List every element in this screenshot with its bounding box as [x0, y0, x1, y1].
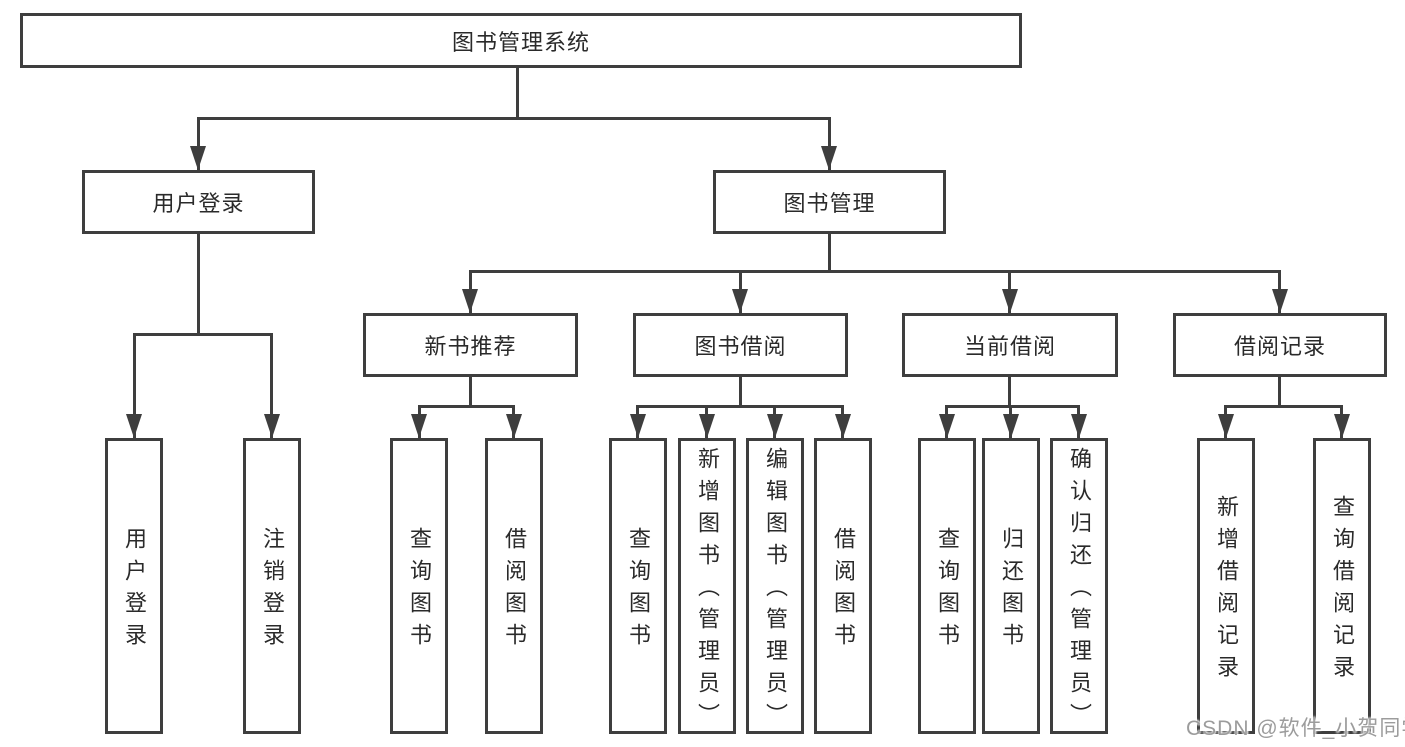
arrow-down-icon	[1334, 414, 1350, 438]
node-book-management-label: 图书管理	[783, 191, 876, 216]
node-query-books-borrowing-label: 查询图书	[626, 527, 651, 655]
connector-line	[739, 377, 742, 407]
node-new-book-recommendation: 新书推荐	[363, 313, 578, 377]
node-user-login: 用户登录	[82, 170, 315, 234]
connector-line	[469, 270, 1281, 273]
node-return-books-label: 归还图书	[999, 527, 1024, 655]
node-current-borrowing-label: 当前借阅	[963, 334, 1056, 359]
node-root: 图书管理系统	[20, 13, 1022, 68]
arrow-down-icon	[264, 414, 280, 438]
node-query-books-recommend-label: 查询图书	[407, 527, 432, 655]
node-current-borrowing: 当前借阅	[902, 313, 1118, 377]
node-borrow-books-recommend: 借阅图书	[485, 438, 543, 734]
arrow-down-icon	[462, 289, 478, 313]
arrow-down-icon	[630, 414, 646, 438]
connector-line	[418, 405, 515, 408]
node-query-books-recommend: 查询图书	[390, 438, 448, 734]
connector-line	[133, 333, 273, 336]
connector-line	[197, 233, 200, 335]
node-add-borrow-record-label: 新增借阅记录	[1214, 495, 1239, 687]
arrow-down-icon	[1272, 289, 1288, 313]
arrow-down-icon	[939, 414, 955, 438]
node-user-login-leaf: 用户登录	[105, 438, 163, 734]
connector-line	[636, 405, 844, 408]
connector-line	[133, 333, 136, 438]
arrow-down-icon	[411, 414, 427, 438]
node-book-borrowing: 图书借阅	[633, 313, 848, 377]
node-borrow-books-borrowing-label: 借阅图书	[831, 527, 856, 655]
arrow-down-icon	[767, 414, 783, 438]
node-logout-label: 注销登录	[260, 527, 285, 655]
node-logout: 注销登录	[243, 438, 301, 734]
node-query-books-current-label: 查询图书	[935, 527, 960, 655]
node-user-login-leaf-label: 用户登录	[122, 527, 147, 655]
connector-line	[828, 117, 831, 170]
watermark: CSDN @软件_小贺同学	[1186, 717, 1405, 740]
node-book-borrowing-label: 图书借阅	[694, 334, 787, 359]
connector-line	[197, 117, 200, 170]
connector-line	[516, 68, 519, 118]
node-borrow-books-recommend-label: 借阅图书	[502, 527, 527, 655]
node-add-books-admin-label: 新增图书（管理员）	[695, 447, 720, 735]
node-edit-books-admin-label: 编辑图书（管理员）	[763, 447, 788, 735]
arrow-down-icon	[1003, 414, 1019, 438]
node-borrowing-records: 借阅记录	[1173, 313, 1387, 377]
connector-line	[197, 117, 831, 120]
node-return-books: 归还图书	[982, 438, 1040, 734]
node-new-book-recommendation-label: 新书推荐	[424, 334, 517, 359]
arrow-down-icon	[126, 414, 142, 438]
node-query-books-current: 查询图书	[918, 438, 976, 734]
arrow-down-icon	[835, 414, 851, 438]
node-confirm-return-admin-label: 确认归还（管理员）	[1067, 447, 1092, 735]
node-borrow-books-borrowing: 借阅图书	[814, 438, 872, 734]
arrow-down-icon	[506, 414, 522, 438]
node-borrowing-records-label: 借阅记录	[1233, 334, 1326, 359]
connector-line	[828, 233, 831, 272]
connector-line	[469, 377, 472, 407]
node-add-borrow-record: 新增借阅记录	[1197, 438, 1255, 734]
node-query-borrow-record: 查询借阅记录	[1313, 438, 1371, 734]
connector-line	[270, 333, 273, 438]
arrow-down-icon	[190, 146, 206, 170]
arrow-down-icon	[732, 289, 748, 313]
node-book-management: 图书管理	[713, 170, 946, 234]
connector-line	[1008, 377, 1011, 407]
connector-line	[1224, 405, 1343, 408]
node-user-login-label: 用户登录	[152, 191, 245, 216]
arrow-down-icon	[1218, 414, 1234, 438]
node-add-books-admin: 新增图书（管理员）	[678, 438, 736, 735]
node-query-books-borrowing: 查询图书	[609, 438, 667, 734]
connector-line	[945, 405, 1080, 408]
connector-line	[1278, 377, 1281, 407]
node-query-borrow-record-label: 查询借阅记录	[1330, 495, 1355, 687]
arrow-down-icon	[1002, 289, 1018, 313]
arrow-down-icon	[821, 146, 837, 170]
node-root-label: 图书管理系统	[451, 29, 590, 55]
arrow-down-icon	[1071, 414, 1087, 438]
node-confirm-return-admin: 确认归还（管理员）	[1050, 438, 1108, 735]
arrow-down-icon	[699, 414, 715, 438]
node-edit-books-admin: 编辑图书（管理员）	[746, 438, 804, 735]
